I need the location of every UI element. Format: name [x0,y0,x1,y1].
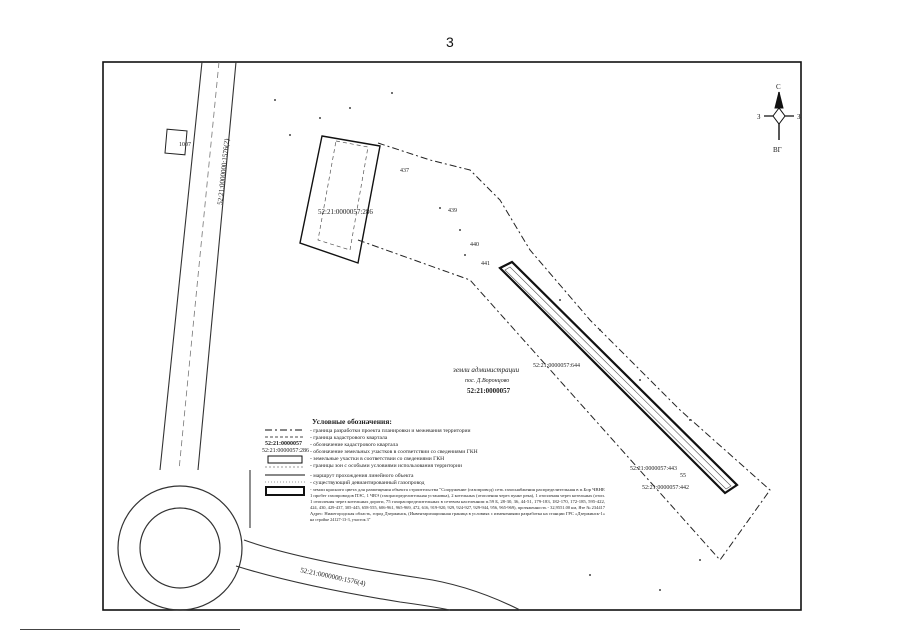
small-building-label: 1007 [179,142,191,148]
map-border [102,61,802,611]
point-label-440: 440 [470,242,479,248]
legend-sample-parcel: 52:21:0000057:286 [262,448,309,454]
legend-title: Условные обозначения: [312,417,392,426]
legend-item-2: - граница кадастрового квартала [310,435,388,441]
road-lower [235,470,521,611]
legend-note-5: Адрес: Нижегородская область, город Дзер… [310,511,605,517]
compass-south: ВГ [773,146,782,154]
strip-parcel-inner [504,266,732,490]
quarter-label-line1: земли администрации [452,366,520,374]
legend-note-1: - земли красного цвета для размещения об… [310,487,605,492]
roundabout [117,485,243,611]
legend-item-1: - граница разработки проекта планировки … [310,427,471,434]
legend: Условные обозначения: 52:21:0000057 52:2… [262,417,605,523]
small-building [164,128,188,156]
footer-rule [20,629,240,630]
quarter-label-line2: пос. Д.Воронцово [465,378,509,384]
compass-west: З [757,113,761,121]
legend-note-3: 1 отопления через котельных дороги, 75 г… [310,499,605,505]
legend-item-5: - земельные участки в соответствии со св… [310,456,444,462]
upper-parcel-inner [317,140,369,251]
point-label-55: 55 [680,473,686,479]
legend-item-8: - существующий девиантированный газопров… [310,479,425,486]
strip-parcel-end-label: 52:21:0000057:442 [642,485,689,491]
legend-item-4: - обозначение земельных участков в соотв… [310,448,478,455]
point-label-439: 439 [448,208,457,214]
compass-rose [764,91,794,140]
upper-parcel [299,135,381,264]
upper-parcel-label: 52:21:0000057:286 [318,208,373,216]
compass-east: З [797,113,801,121]
point-label-437: 437 [400,168,409,174]
compass-north: С [776,83,781,91]
legend-item-6: - границы зон с особыми условиями исполь… [310,462,462,469]
legend-sample-quarter: 52:21:0000057 [265,441,302,447]
legend-item-3: - обозначение кадастрового квартала [310,441,398,448]
road-upper [159,61,237,471]
legend-note-4: 424, 430, 429-437, 305-445, 658-555, 606… [310,505,605,511]
page-number: 3 [446,34,454,50]
strip-parcel-lower-label: 52:21:0000057:443 [630,466,677,472]
legend-note-6: на стройке 24127-13-3, участок 3" [310,517,371,523]
strip-parcel-main-label: 52:21:0000057:644 [533,363,580,369]
point-label-441: 441 [481,261,490,267]
strip-parcel [498,260,739,495]
legend-note-2: 1 пробег газопроводов ПЭС, 1 ЧВЭ (газора… [310,493,605,499]
planning-boundary [357,142,771,561]
road-upper-label: 52:21:0000000:1576(2) [216,138,231,206]
survey-marks [274,92,701,591]
legend-item-7: - маршрут прохождения линейного объекта [310,472,414,479]
quarter-label-number: 52:21:0000057 [467,387,511,395]
